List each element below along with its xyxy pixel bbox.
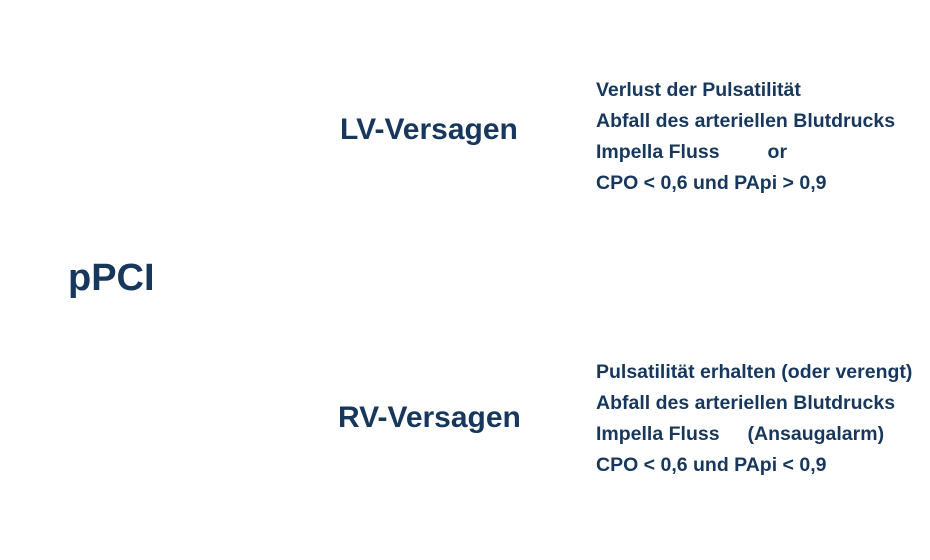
criterion-item: Abfall des arteriellen Blutdrucks — [596, 110, 896, 132]
impella-flow-note: (Ansaugalarm) — [747, 423, 885, 445]
impella-flow-label: Impella Fluss — [596, 423, 720, 445]
criterion-item: Pulsatilität erhalten (oder verengt) — [596, 361, 913, 383]
criterion-item: Verlust der Pulsatilität — [596, 79, 801, 101]
criterion-item: CPO < 0,6 und PApi < 0,9 — [596, 454, 827, 476]
branch-rv-criteria: Pulsatilität erhalten (oder verengt) Abf… — [596, 357, 912, 481]
branch-rv-label: RV-Versagen — [338, 401, 521, 434]
criterion-item: CPO < 0,6 und PApi > 0,9 — [596, 172, 827, 194]
criterion-item: Impella Fluss or — [596, 137, 895, 168]
criterion-item: Impella Fluss (Ansaugalarm) — [596, 419, 912, 450]
impella-flow-note: or — [767, 141, 788, 163]
criterion-item: Abfall des arteriellen Blutdrucks — [596, 392, 896, 414]
impella-flow-label: Impella Fluss — [596, 141, 720, 163]
branch-lv-criteria: Verlust der Pulsatilität Abfall des arte… — [596, 75, 895, 199]
root-node-label: pPCI — [68, 257, 155, 299]
branch-lv-label: LV-Versagen — [340, 113, 518, 146]
